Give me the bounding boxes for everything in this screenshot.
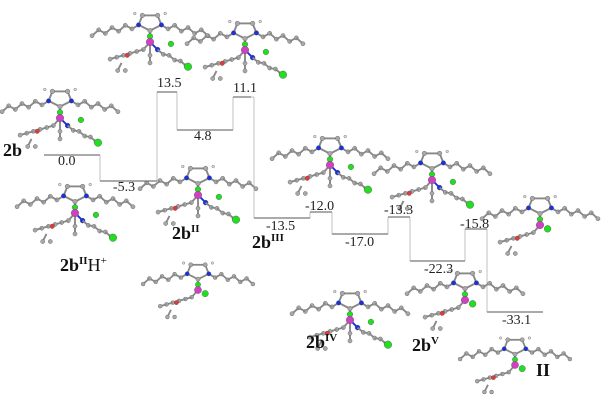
molecule-structure (0, 87, 121, 149)
energy-label: -13.5 (266, 219, 296, 234)
molecule-structure (89, 11, 211, 73)
species-label-II: II (536, 360, 551, 380)
species-label-2bV: 2bV (412, 335, 439, 355)
energy-label: -15.8 (460, 217, 490, 232)
energy-label: 0.0 (58, 154, 76, 169)
molecule-structure (137, 164, 259, 226)
energy-label: -5.3 (113, 180, 136, 195)
molecule-structure (140, 261, 256, 320)
species-label-2bIII: 2bIII (252, 232, 284, 252)
energy-label: -13.3 (384, 203, 414, 218)
energy-label: -12.0 (305, 199, 335, 214)
molecule-structure (479, 194, 601, 256)
species-label-2bIIH+: 2bIIH+ (60, 255, 107, 275)
molecule-structure (289, 289, 411, 351)
molecule-structure (14, 182, 136, 244)
energy-label: -22.3 (424, 262, 454, 277)
energy-label: 13.5 (157, 76, 182, 91)
molecule-structure (269, 134, 391, 196)
species-label-2bII: 2bII (172, 223, 200, 243)
molecule-structure (457, 336, 573, 395)
molecule-structure (371, 149, 493, 211)
energy-label: 11.1 (233, 81, 257, 96)
species-label-2bIV: 2bIV (306, 332, 338, 352)
energy-label: 4.8 (194, 129, 212, 144)
molecule-structure (404, 269, 526, 331)
energy-label: -33.1 (502, 313, 532, 328)
energy-label: -17.0 (345, 235, 375, 250)
species-label-2b: 2b (3, 140, 23, 160)
molecule-structure (184, 19, 306, 81)
